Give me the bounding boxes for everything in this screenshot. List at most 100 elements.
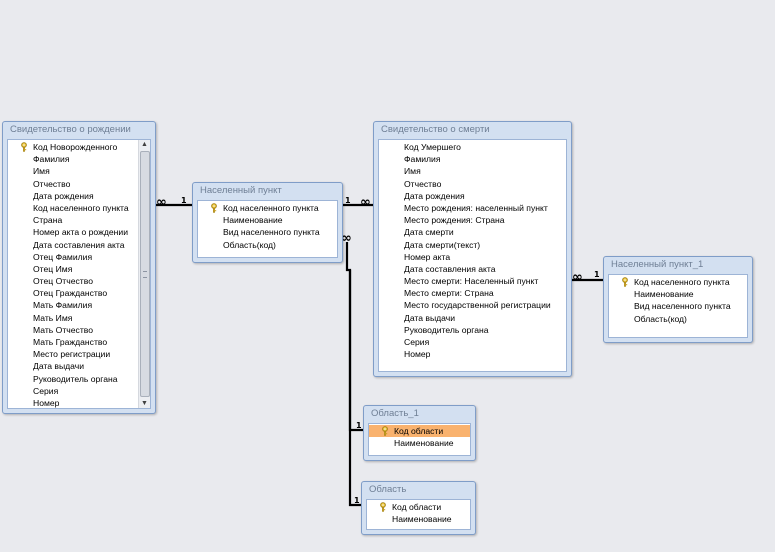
field-row[interactable]: Отчество: [8, 178, 138, 190]
one-marker: 1: [345, 196, 351, 205]
field-name: Код Новорожденного: [33, 142, 118, 152]
field-row[interactable]: Отец Имя: [8, 263, 138, 275]
field-row[interactable]: Код области: [369, 425, 470, 438]
field-row[interactable]: Место смерти: Населенный пункт: [379, 275, 566, 287]
field-row[interactable]: Имя: [379, 165, 566, 177]
field-name: Место смерти: Населенный пункт: [404, 276, 539, 287]
relationship-line-settlement-region: [348, 270, 362, 507]
table-title[interactable]: Область: [369, 484, 407, 495]
field-row[interactable]: Наименование: [369, 437, 470, 449]
field-row[interactable]: Отец Фамилия: [8, 251, 138, 263]
field-row[interactable]: Руководитель органа: [379, 324, 566, 336]
field-name: Код области: [394, 426, 444, 436]
field-name: Область(код): [634, 313, 687, 324]
field-row[interactable]: Дата составления акта: [379, 263, 566, 275]
field-row[interactable]: Дата выдачи: [379, 312, 566, 324]
field-row[interactable]: Дата смерти: [379, 226, 566, 238]
field-row[interactable]: Место рождения: Страна: [379, 214, 566, 226]
field-name: Место рождения: Страна: [404, 215, 505, 226]
table-title[interactable]: Область_1: [371, 408, 419, 419]
field-name: Дата рождения: [33, 190, 94, 201]
key-icon: [380, 502, 386, 512]
field-row[interactable]: Руководитель органа: [8, 373, 138, 385]
field-row[interactable]: Мать Фамилия: [8, 299, 138, 311]
field-row[interactable]: Код населенного пункта: [8, 202, 138, 214]
table-title[interactable]: Свидетельство о смерти: [381, 124, 490, 135]
scroll-down-arrow[interactable]: ▼: [141, 400, 148, 407]
field-name: Код населенного пункта: [33, 202, 129, 213]
key-icon: [21, 142, 27, 152]
field-row[interactable]: Место рождения: населенный пункт: [379, 202, 566, 214]
field-row[interactable]: Мать Отчество: [8, 324, 138, 336]
field-name: Область(код): [223, 239, 276, 250]
field-name: Мать Гражданство: [33, 337, 108, 347]
field-row[interactable]: Номер: [379, 348, 566, 360]
field-row[interactable]: Место государственной регистрации: [379, 299, 566, 311]
table-title[interactable]: Населенный пункт: [200, 185, 282, 196]
field-row[interactable]: Наименование: [609, 288, 747, 300]
field-row[interactable]: Место регистрации: [8, 348, 138, 360]
field-row[interactable]: Номер: [8, 397, 138, 408]
field-row[interactable]: Вид населенного пункта: [198, 226, 337, 238]
field-row[interactable]: Код населенного пункта: [198, 202, 337, 214]
field-row[interactable]: Серия: [379, 336, 566, 348]
vertical-scrollbar[interactable]: ▲ ▼: [138, 140, 150, 408]
many-marker: ∞: [156, 195, 167, 210]
field-row[interactable]: Отец Отчество: [8, 275, 138, 287]
field-row[interactable]: Серия: [8, 385, 138, 397]
scrollbar-thumb[interactable]: [140, 151, 150, 397]
field-row[interactable]: Мать Гражданство: [8, 336, 138, 348]
table-title[interactable]: Населенный пункт_1: [611, 259, 704, 270]
field-name: Вид населенного пункта: [634, 301, 731, 312]
field-row[interactable]: Отец Гражданство: [8, 287, 138, 299]
field-row[interactable]: Номер акта о рождении: [8, 226, 138, 238]
field-row[interactable]: Мать Имя: [8, 312, 138, 324]
field-row[interactable]: Дата смерти(текст): [379, 239, 566, 251]
field-row[interactable]: Отчество: [379, 178, 566, 190]
field-name: Дата выдачи: [33, 361, 85, 372]
field-name: Имя: [33, 166, 50, 177]
field-row[interactable]: Дата составления акта: [8, 239, 138, 251]
field-row[interactable]: Код области: [367, 501, 470, 513]
field-row[interactable]: Наименование: [198, 214, 337, 226]
field-row[interactable]: Область(код): [198, 239, 337, 251]
field-row[interactable]: Место смерти: Страна: [379, 287, 566, 299]
field-row[interactable]: Страна: [8, 214, 138, 226]
field-name: Код области: [392, 502, 442, 512]
field-row[interactable]: Номер акта: [379, 251, 566, 263]
field-row[interactable]: Дата рождения: [8, 190, 138, 202]
field-name: Имя: [404, 166, 421, 177]
field-row[interactable]: Дата выдачи: [8, 360, 138, 372]
field-name: Отец Фамилия: [33, 251, 93, 262]
field-row[interactable]: Фамилия: [8, 153, 138, 165]
field-name: Дата смерти(текст): [404, 239, 481, 250]
field-row[interactable]: Код Умершего: [379, 141, 566, 153]
field-row[interactable]: Фамилия: [379, 153, 566, 165]
field-row[interactable]: Наименование: [367, 513, 470, 525]
table-settlement-1[interactable]: Населенный пункт_1 Код населенного пункт…: [603, 256, 753, 343]
field-row[interactable]: Код Новорожденного: [8, 141, 138, 153]
field-name: Код населенного пункта: [634, 277, 730, 287]
field-name: Руководитель органа: [404, 324, 489, 335]
field-row[interactable]: Код населенного пункта: [609, 276, 747, 288]
field-row[interactable]: Вид населенного пункта: [609, 300, 747, 312]
scroll-up-arrow[interactable]: ▲: [141, 141, 148, 148]
field-name: Наименование: [223, 215, 283, 226]
field-row[interactable]: Область(код): [609, 313, 747, 325]
table-birth-certificate[interactable]: Свидетельство о рождении Код Новорожденн…: [2, 121, 156, 414]
table-title[interactable]: Свидетельство о рождении: [10, 124, 131, 135]
field-row[interactable]: Дата рождения: [379, 190, 566, 202]
field-name: Страна: [33, 215, 63, 226]
field-row[interactable]: Имя: [8, 165, 138, 177]
